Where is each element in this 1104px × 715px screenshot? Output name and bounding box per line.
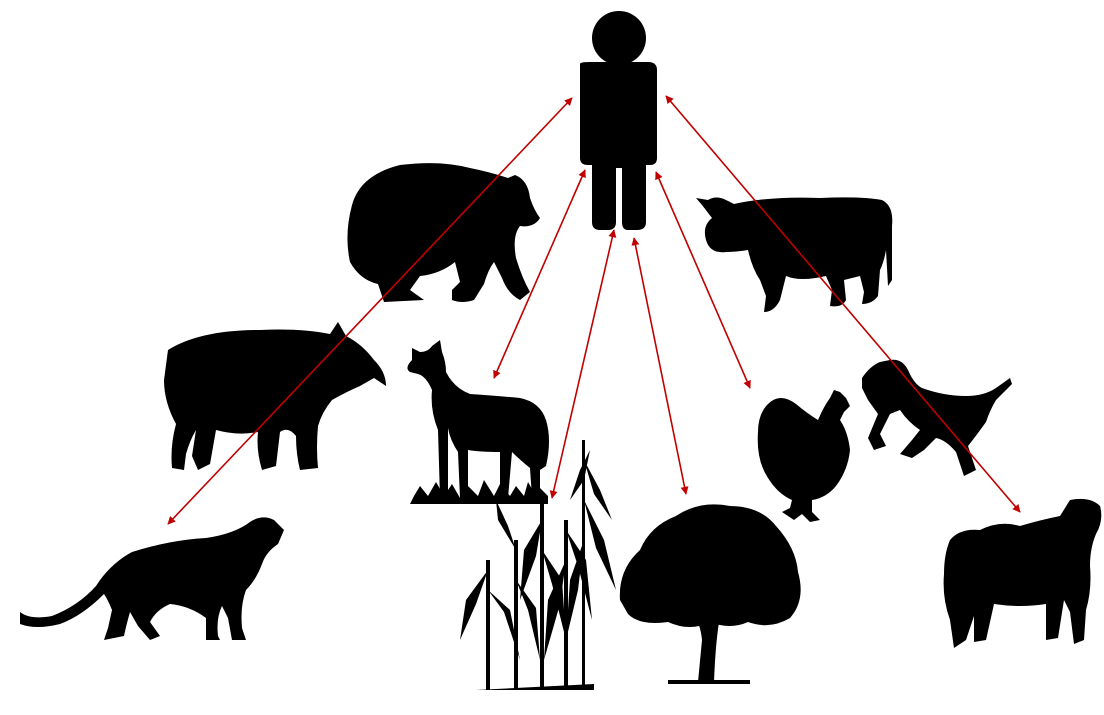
sheep-icon [944,499,1102,648]
cow-icon [696,197,892,312]
human-icon [580,11,657,230]
arrow-human-puma [168,98,572,524]
tapir-icon [164,322,386,470]
arrow-human-tree [634,238,686,494]
deer-icon [407,340,549,504]
dog-icon [862,360,1012,476]
tree-icon [620,504,801,684]
puma-icon [20,517,284,640]
chicken-icon [758,390,850,522]
